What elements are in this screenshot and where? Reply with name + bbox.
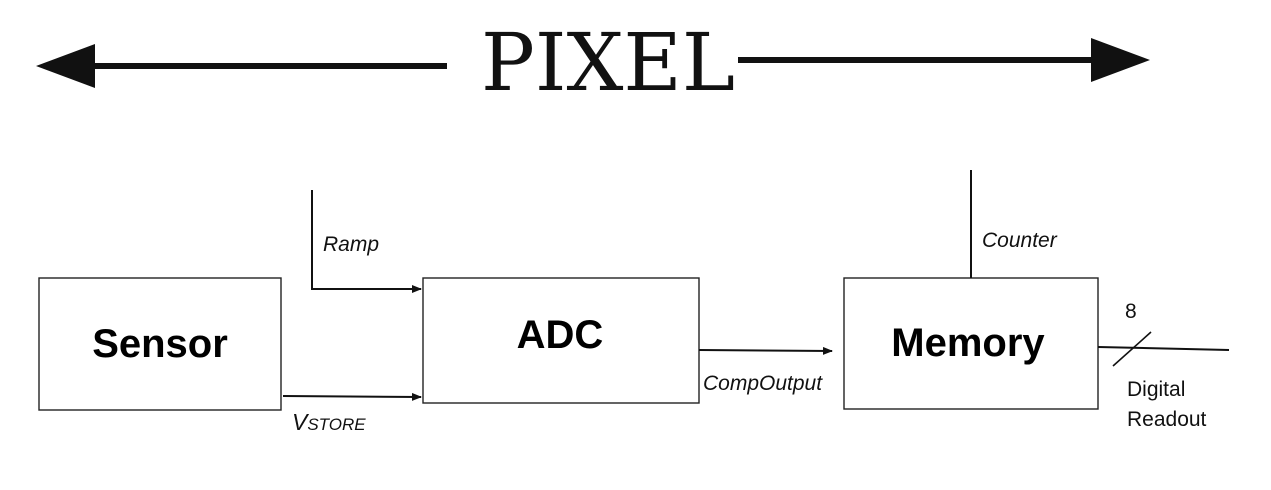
digital-readout-bus xyxy=(1097,331,1230,367)
adc-block: ADC xyxy=(422,277,700,404)
adc-label: ADC xyxy=(517,313,604,357)
memory-label: Memory xyxy=(891,321,1045,365)
ramp-wire xyxy=(311,190,422,293)
sensor-block: Sensor xyxy=(38,277,282,411)
vstore-subscript: STORE xyxy=(307,415,366,434)
bus-width-label: 8 xyxy=(1125,300,1137,323)
vstore-wire xyxy=(282,392,422,401)
counter-label: Counter xyxy=(982,229,1058,252)
vstore-label: VSTORE xyxy=(292,409,366,435)
comp-output-wire xyxy=(698,346,833,355)
comp-output-label: CompOutput xyxy=(703,372,823,395)
pixel-span-right-arrow xyxy=(738,38,1150,82)
pixel-span-left-arrow xyxy=(36,44,447,88)
digital-readout-label-line1: Digital xyxy=(1127,378,1185,401)
pixel-title: PIXEL xyxy=(481,16,735,109)
memory-block: Memory xyxy=(843,277,1099,410)
vstore-main: V xyxy=(292,409,310,435)
digital-readout-label-line2: Readout xyxy=(1127,408,1207,431)
ramp-label: Ramp xyxy=(323,233,379,256)
sensor-label: Sensor xyxy=(92,322,228,366)
